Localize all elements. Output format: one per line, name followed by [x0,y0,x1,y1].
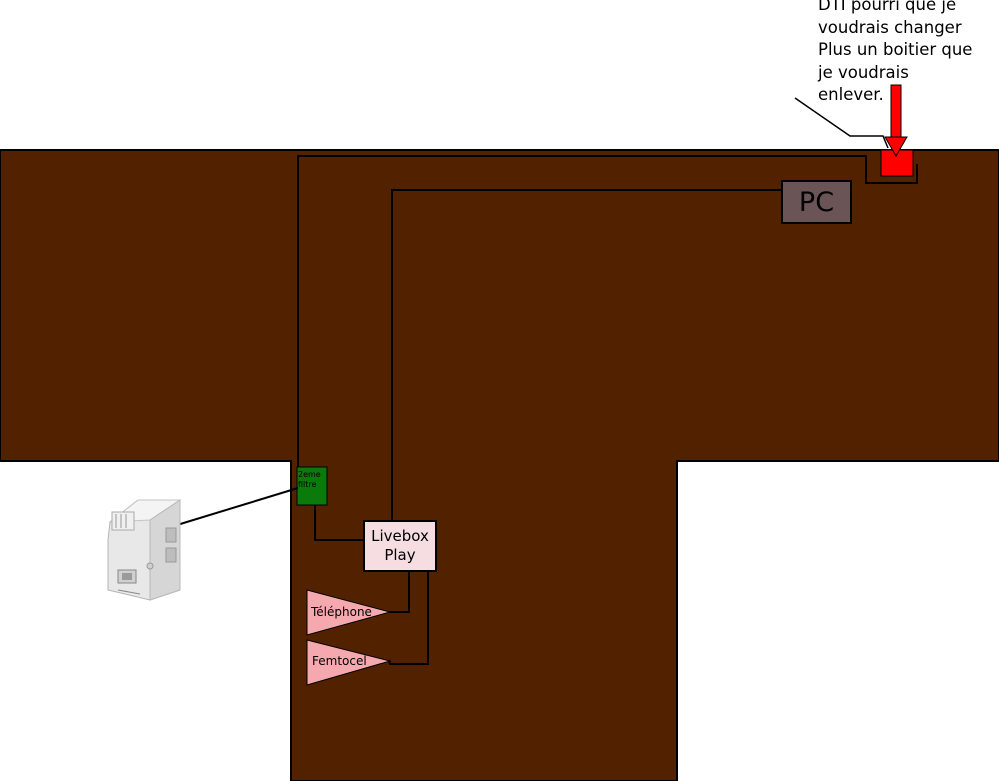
cable-livebox-femtocel [388,571,429,665]
annotation-note: DTI pourri que je voudrais changer Plus … [818,0,973,104]
callout-line [794,97,889,149]
livebox-box [363,520,437,572]
phone-splitter-adapter-icon [107,499,182,601]
cable-dti-filtre [297,155,918,467]
femtocel-label: Femtocel [312,654,367,668]
filtre-label: 2eme filtre [298,470,321,489]
cable-filtre-livebox [314,505,364,541]
femtocel-triangle [306,639,392,686]
livebox-label: Livebox Play [371,527,429,564]
telephone-label: Téléphone [311,605,372,619]
adapter-cable [176,487,299,526]
cable-livebox-pc [391,189,782,522]
arrow-down-icon [884,84,908,157]
floor-plan [0,149,999,781]
telephone-triangle [306,589,392,636]
pc-box [781,180,852,224]
cable-livebox-telephone [390,571,410,613]
filtre-box [296,466,328,506]
pc-label: PC [798,186,835,218]
